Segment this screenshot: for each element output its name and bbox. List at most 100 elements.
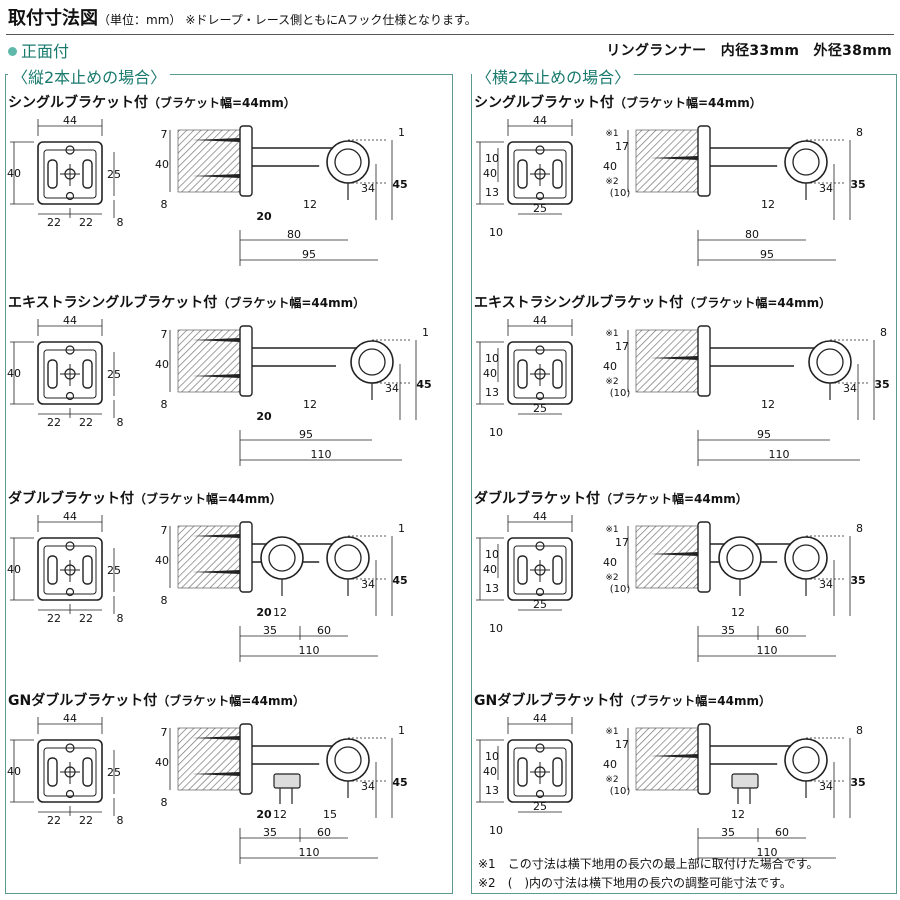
slot-hole-icon (517, 359, 528, 389)
ring-length-label: 95 (299, 428, 313, 441)
screw-icon (192, 736, 240, 740)
slot-hole-icon (47, 555, 58, 585)
bullet-dot-icon (8, 47, 17, 56)
section-subtitle: （ブラケット幅=44mm） (148, 96, 296, 110)
section-title: シングルブラケット付（ブラケット幅=44mm） (474, 92, 762, 112)
wall-height-label: 40 (603, 160, 617, 173)
bracket-inner (43, 747, 97, 797)
screw-icon (192, 174, 240, 178)
note-1-value: 17 (615, 140, 629, 153)
section-title: エキストラシングルブラケット付（ブラケット幅=44mm） (8, 292, 365, 312)
section-title-text: GNダブルブラケット付 (8, 693, 158, 709)
bottom-offset-label: 8 (161, 198, 168, 211)
top-offset-label: 7 (161, 524, 168, 537)
ring-label: 34 (385, 382, 399, 395)
mid-label: 25 (107, 564, 121, 577)
screw-hole-icon (535, 743, 545, 753)
page-title-text: 取付寸法図 (8, 8, 98, 29)
slot-top-label: 10 (485, 548, 499, 561)
note-2-value: (10) (610, 584, 631, 595)
mid-label: 25 (107, 368, 121, 381)
screw-icon (192, 534, 240, 538)
bottom-width-label: 25 (533, 402, 547, 415)
bracket-base (697, 723, 711, 795)
height-label: 40 (483, 367, 497, 380)
bottom-offset-label: 8 (161, 796, 168, 809)
slot-bottom-label: 13 (485, 784, 499, 797)
bracket-inner (43, 545, 97, 595)
mount-type-label: 正面付 (21, 42, 70, 61)
section-title-text: エキストラシングルブラケット付 (474, 295, 684, 311)
top-offset-label: 7 (161, 726, 168, 739)
bottom-offset-label: 8 (161, 594, 168, 607)
bracket-inner (43, 349, 97, 399)
screw-icon (192, 772, 240, 776)
second-length-label: 60 (317, 624, 331, 637)
tip-label: 1 (398, 126, 405, 139)
width-label: 44 (533, 510, 547, 523)
bottom-offset-label: 8 (161, 398, 168, 411)
note-2-marker: ※2 (605, 573, 618, 583)
bracket-inner (43, 149, 97, 199)
wall-height-label: 40 (155, 158, 169, 171)
footnote-1: ※1 この寸法は横下地用の長穴の最上部に取付けた場合です。 (478, 857, 819, 871)
column-title-vertical: 〈縦2本止めの場合〉 (8, 64, 171, 88)
ring-label: 34 (361, 780, 375, 793)
ring-length-label: 80 (287, 228, 301, 241)
note-2-marker: ※2 (605, 377, 618, 387)
bottom-offset-label: 8 (117, 216, 124, 229)
bottom-offset-label: 10 (489, 622, 503, 635)
wall-block (635, 129, 699, 193)
slot-hole-icon (47, 757, 58, 787)
slot-hole-icon (517, 555, 528, 585)
gn-hook-icon (279, 788, 293, 804)
ring-length-label: 95 (757, 428, 771, 441)
rod-section-icon (334, 746, 362, 774)
first-length-label: 35 (263, 624, 277, 637)
note-1-value: 17 (615, 340, 629, 353)
section-subtitle: （ブラケット幅=44mm） (614, 96, 762, 110)
slot-hole-icon (552, 159, 563, 189)
screw-hole-icon (535, 391, 545, 401)
section-title-text: シングルブラケット付 (8, 95, 148, 111)
bottom-left-label: 22 (47, 612, 61, 625)
section-title: GNダブルブラケット付（ブラケット幅=44mm） (8, 690, 305, 710)
slot-top-label: 10 (485, 352, 499, 365)
wall-block (635, 329, 699, 393)
bottom-offset-label: 10 (489, 426, 503, 439)
slot-top-label: 10 (485, 750, 499, 763)
width-label: 44 (63, 114, 77, 127)
slot-hole-icon (552, 555, 563, 585)
slot-hole-icon (82, 757, 93, 787)
hook-offset-label: 12 (303, 198, 317, 211)
second-length-label: 60 (775, 624, 789, 637)
column-frame-horizontal (471, 74, 897, 894)
note-2-value: (10) (610, 188, 631, 199)
width-label: 44 (63, 314, 77, 327)
width-label: 44 (63, 510, 77, 523)
width-label: 44 (533, 114, 547, 127)
slot-bottom-label: 13 (485, 386, 499, 399)
note-1-marker: ※1 (605, 727, 618, 737)
section-subtitle: （ブラケット幅=44mm） (217, 296, 366, 310)
ring-label: 34 (819, 780, 833, 793)
setback-label: 20 (256, 808, 272, 821)
rod-section-icon (268, 544, 296, 572)
first-length-label: 35 (721, 624, 735, 637)
section-title-text: ダブルブラケット付 (474, 491, 600, 507)
section-subtitle: （ブラケット幅=44mm） (600, 492, 748, 506)
hook-offset-label: 12 (761, 398, 775, 411)
rod-section-icon (792, 746, 820, 774)
section-title-text: GNダブルブラケット付 (474, 693, 624, 709)
screw-icon (192, 570, 240, 574)
